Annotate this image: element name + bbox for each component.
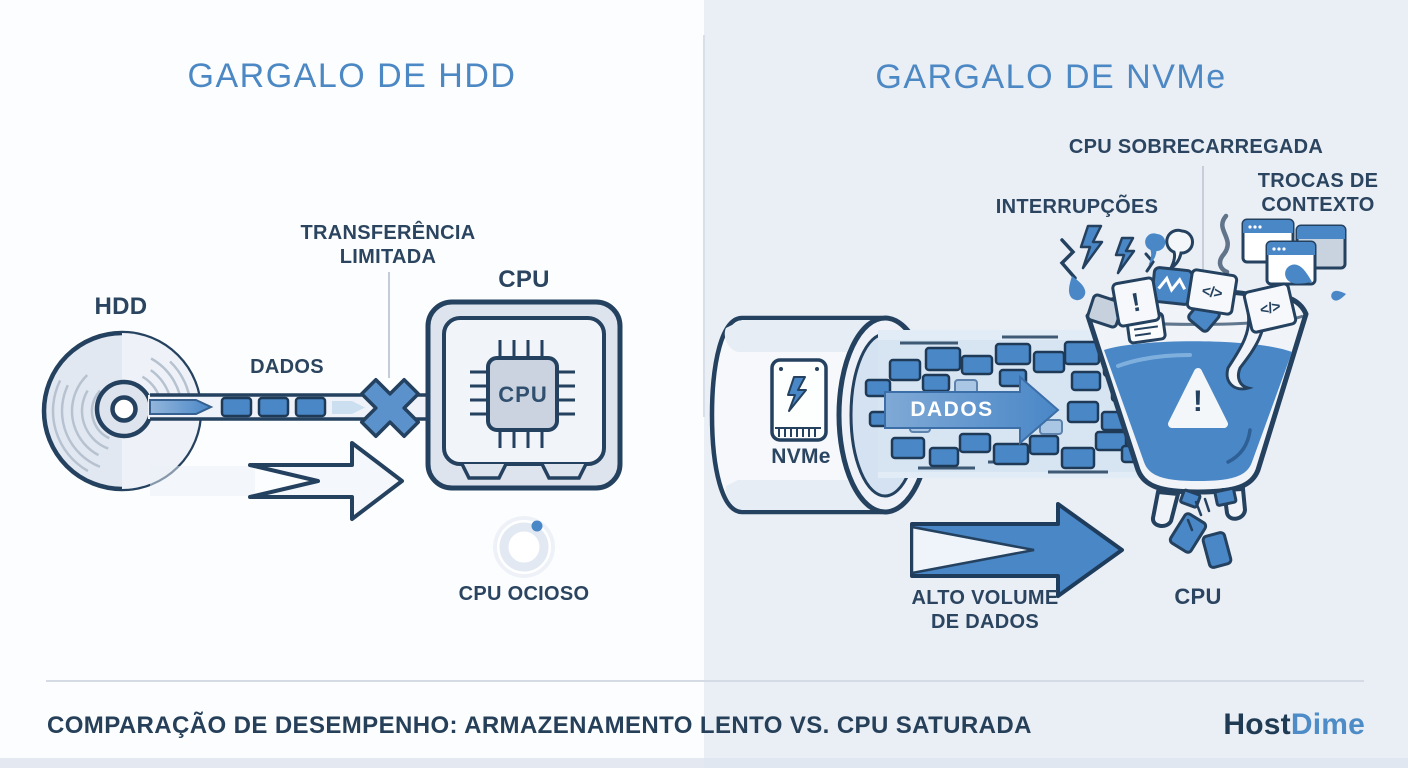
idle-spinner-icon <box>493 516 555 578</box>
cpu-package-icon <box>425 299 623 491</box>
code-tile-icon: </> <box>1185 267 1239 317</box>
blocked-x-icon <box>359 377 421 439</box>
exclaim-tile-icon: ! <box>1110 275 1162 329</box>
context-switch-label: TROCAS DE CONTEXTO <box>1257 170 1379 216</box>
nvme-panel-title: GARGALO DE NVMe <box>875 58 1227 96</box>
data-block-icons <box>220 396 327 418</box>
lightning-icon <box>787 376 807 412</box>
hdd-label: HDD <box>94 293 148 320</box>
nvme-ssd-icon <box>770 358 828 442</box>
cpu-overloaded-label: CPU SOBRECARREGADA <box>1068 136 1324 158</box>
panel-divider-line <box>703 35 705 417</box>
smoke-squiggle-icon <box>1217 213 1230 275</box>
cpu-title-label: CPU <box>498 266 550 293</box>
hdd-panel-title: GARGALO DE HDD <box>187 57 517 95</box>
bottom-edge-strip <box>0 758 1408 768</box>
cpu-chip-label: CPU <box>498 382 548 407</box>
high-volume-label: ALTO VOLUME DE DADOS <box>911 587 1059 633</box>
lightning-icon <box>1114 236 1136 275</box>
dados-arrow-icon <box>884 374 1060 446</box>
footer-caption: COMPARAÇÃO DE DESEMPENHO: ARMAZENAMENTO … <box>47 712 1032 739</box>
dados-label-left: DADOS <box>250 356 324 378</box>
alto-volume-arrow-icon <box>910 502 1124 598</box>
cpu-label-right: CPU <box>1174 584 1222 609</box>
warning-glyph: ! <box>1192 385 1204 418</box>
transfer-limited-label: TRANSFERÊNCIA LIMITADA <box>300 222 476 268</box>
cpu-chip-icon <box>470 340 575 448</box>
brand-part-dime: Dime <box>1290 708 1365 741</box>
cpu-idle-label: CPU OCIOSO <box>458 583 590 605</box>
interrupt-icons <box>1059 224 1155 280</box>
hdd-disk-icon <box>41 330 203 492</box>
flow-arrow-icon <box>150 441 404 521</box>
context-switch-windows <box>1241 218 1347 286</box>
nvme-label: NVMe <box>771 445 831 468</box>
lightning-icon <box>1079 224 1104 270</box>
pipe-arrow-icon <box>149 399 214 415</box>
funnel-leg-left <box>1151 489 1181 528</box>
brand-logo: HostDime <box>1223 708 1365 742</box>
brand-part-host: Host <box>1223 708 1291 741</box>
footer-divider <box>46 680 1364 682</box>
dados-arrow-label: DADOS <box>910 398 994 421</box>
interrupts-label: INTERRUPÇÕES <box>995 196 1159 218</box>
warning-triangle-icon <box>1168 368 1228 428</box>
